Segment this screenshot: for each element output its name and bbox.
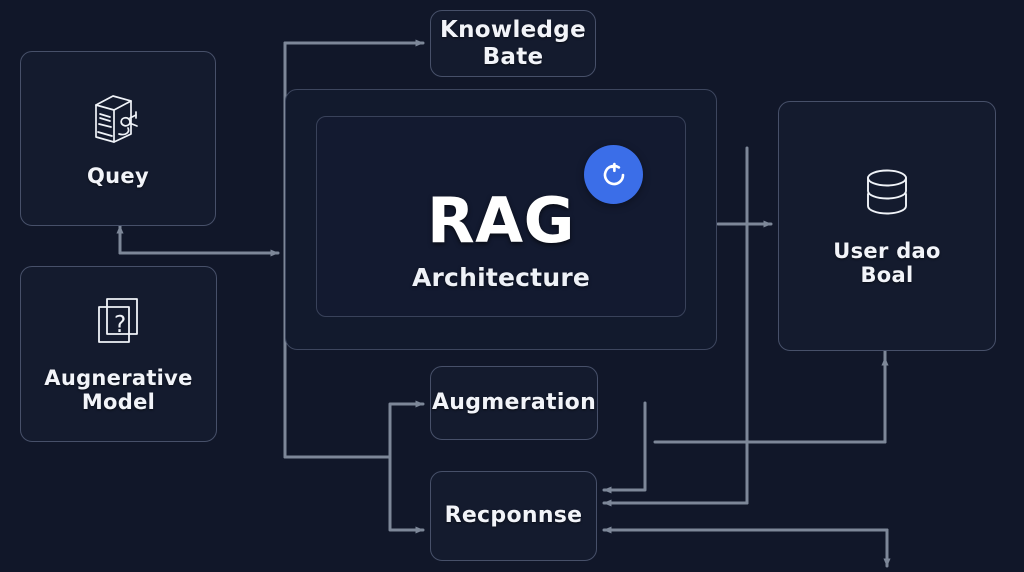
node-user-dao-boal[interactable]: User dao Boal	[778, 101, 996, 351]
rag-subtitle: Architecture	[411, 263, 591, 292]
refresh-badge-button[interactable]	[584, 145, 643, 204]
node-user-dao-boal-label: User dao Boal	[833, 239, 941, 288]
node-augnerative-model-label: Augnerative Model	[44, 366, 192, 415]
edge-augmeration-to-response	[602, 401, 647, 494]
node-query-label: Quey	[87, 164, 149, 189]
node-knowledge-base-label: Knowledge Bate	[440, 17, 586, 70]
node-augnerative-model[interactable]: ? Augnerative Model	[20, 266, 217, 442]
label-line-2: Boal	[860, 263, 914, 287]
edge-to-response	[388, 455, 425, 534]
label-line-2: Model	[81, 390, 156, 414]
question-documents-icon: ?	[91, 294, 147, 352]
edge-userdao-loop	[653, 349, 887, 444]
edge-to-augmeration	[388, 400, 425, 459]
label-line-2: Bate	[482, 43, 544, 70]
label-line-1: Augnerative	[44, 365, 193, 390]
database-icon	[859, 165, 915, 223]
node-augmeration-label: Augmeration	[431, 390, 597, 416]
svg-text:?: ?	[114, 312, 126, 338]
refresh-icon	[599, 160, 629, 190]
node-knowledge-base[interactable]: Knowledge Bate	[430, 10, 596, 77]
node-query[interactable]: Quey	[20, 51, 216, 226]
node-augmeration[interactable]: Augmeration	[430, 366, 598, 440]
rag-title: RAG	[426, 184, 576, 257]
label-line-1: Knowledge	[440, 16, 586, 43]
node-response-label: Recponnse	[444, 503, 583, 529]
node-response[interactable]: Recponnse	[430, 471, 597, 561]
label-line-1: User dao	[833, 238, 941, 263]
server-tower-icon	[86, 88, 150, 150]
